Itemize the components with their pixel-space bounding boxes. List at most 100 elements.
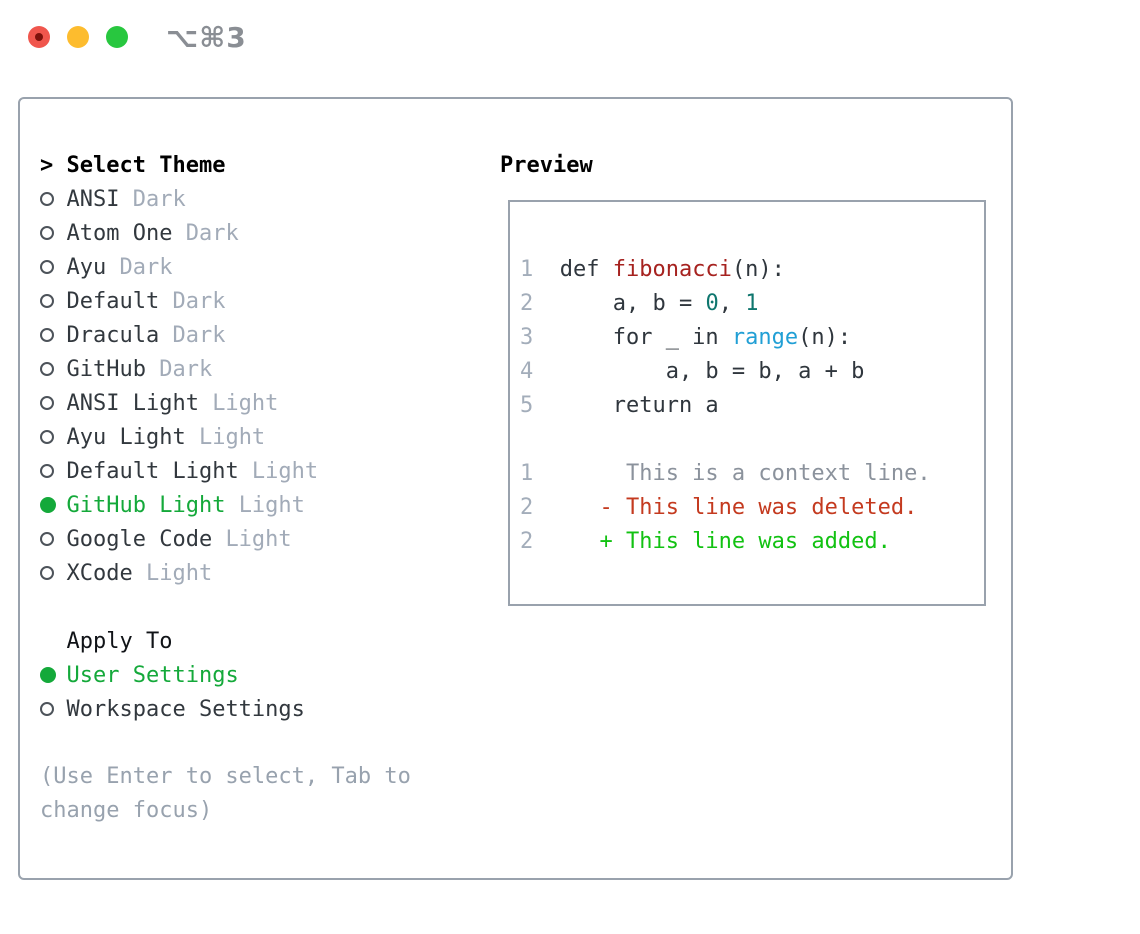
theme-option-label: Dracula <box>66 322 160 348</box>
window-titlebar: ⌥⌘3 <box>0 0 1140 74</box>
theme-option-label: Atom One <box>66 220 173 246</box>
theme-option-label: Default Light <box>66 458 239 484</box>
apply-option-user-settings[interactable]: User Settings <box>40 658 490 692</box>
line-number: 1 <box>520 256 534 282</box>
code-token-code: a, b = b, a + b <box>559 358 865 384</box>
preview-line: 4 a, b = b, a + b <box>520 354 984 388</box>
code-token-deleted: - This line was deleted. <box>559 494 918 520</box>
theme-list-title: Select Theme <box>66 152 226 178</box>
theme-option-github[interactable]: GitHub Dark <box>40 352 490 386</box>
line-number: 1 <box>520 460 534 486</box>
line-number: 5 <box>520 392 534 418</box>
preview-line: 2 - This line was deleted. <box>520 490 984 524</box>
theme-option-label: GitHub Light <box>66 492 226 518</box>
zoom-button[interactable] <box>106 26 128 48</box>
radio-unselected-icon <box>40 294 67 308</box>
preview-line: 5 return a <box>520 388 984 422</box>
theme-option-dracula[interactable]: Dracula Dark <box>40 318 490 352</box>
keyboard-hint-text: (Use Enter to select, Tab to change focu… <box>40 764 411 823</box>
theme-option-label: Ayu <box>66 254 107 280</box>
code-token-code: (n): <box>798 324 852 350</box>
preview-line: 1 def fibonacci(n): <box>520 252 984 286</box>
theme-variant-badge: Light <box>145 560 213 586</box>
theme-option-label: ANSI Light <box>66 390 199 416</box>
theme-variant-badge: Dark <box>132 186 186 212</box>
record-dot-icon <box>35 33 43 41</box>
minimize-button[interactable] <box>67 26 89 48</box>
theme-option-label: GitHub <box>66 356 146 382</box>
preview-line: 2 + This line was added. <box>520 524 984 558</box>
radio-unselected-icon <box>40 192 67 206</box>
code-token-code: , <box>718 290 746 316</box>
radio-unselected-icon <box>40 566 67 580</box>
theme-option-ansi-light[interactable]: ANSI Light Light <box>40 386 490 420</box>
theme-option-label: XCode <box>66 560 133 586</box>
line-number: 4 <box>520 358 534 384</box>
code-token-builtin: range <box>731 324 799 350</box>
apply-option-label: User Settings <box>66 662 239 688</box>
theme-variant-badge: Light <box>238 492 305 518</box>
theme-option-default[interactable]: Default Dark <box>40 284 490 318</box>
code-token-code: a, b = <box>559 290 706 316</box>
preview-title: Preview <box>500 152 593 178</box>
radio-selected-icon <box>40 667 67 683</box>
theme-variant-badge: Dark <box>172 288 226 314</box>
theme-option-default-light[interactable]: Default Light Light <box>40 454 490 488</box>
theme-option-label: Ayu Light <box>66 424 186 450</box>
theme-option-github-light[interactable]: GitHub Light Light <box>40 488 490 522</box>
preview-line: 2 a, b = 0, 1 <box>520 286 984 320</box>
radio-unselected-icon <box>40 260 67 274</box>
apply-option-workspace-settings[interactable]: Workspace Settings <box>40 692 490 726</box>
code-token-code: return a <box>559 392 719 418</box>
radio-unselected-icon <box>40 532 67 546</box>
code-token-added: + This line was added. <box>559 528 891 554</box>
theme-variant-badge: Light <box>251 458 319 484</box>
theme-option-label: Google Code <box>66 526 213 552</box>
radio-unselected-icon <box>40 396 67 410</box>
code-token-code: def <box>559 256 613 282</box>
close-button[interactable] <box>28 26 50 48</box>
theme-option-ansi[interactable]: ANSI Dark <box>40 182 490 216</box>
code-token-lit: 1 <box>745 290 759 316</box>
radio-unselected-icon <box>40 430 67 444</box>
line-number: 3 <box>520 324 534 350</box>
radio-unselected-icon <box>40 464 67 478</box>
theme-variant-badge: Dark <box>172 322 226 348</box>
apply-to-header: Apply To <box>40 624 490 658</box>
line-number: 2 <box>520 290 534 316</box>
theme-option-ayu[interactable]: Ayu Dark <box>40 250 490 284</box>
theme-variant-badge: Dark <box>185 220 239 246</box>
theme-option-atom-one[interactable]: Atom One Dark <box>40 216 490 250</box>
code-token-lit: 0 <box>705 290 719 316</box>
apply-to-title: Apply To <box>66 628 173 654</box>
radio-unselected-icon <box>40 226 67 240</box>
keyboard-shortcut-label: ⌥⌘3 <box>166 21 247 54</box>
apply-option-label: Workspace Settings <box>66 696 305 722</box>
line-number: 2 <box>520 528 534 554</box>
select-theme-header: > Select Theme <box>40 148 490 182</box>
theme-option-xcode[interactable]: XCode Light <box>40 556 490 590</box>
preview-line: 3 for _ in range(n): <box>520 320 984 354</box>
preview-line: 1 This is a context line. <box>520 456 984 490</box>
code-token-fn: fibonacci <box>612 256 732 282</box>
code-token-code: for _ in <box>559 324 732 350</box>
section-gap <box>40 590 490 624</box>
theme-option-label: ANSI <box>66 186 120 212</box>
theme-option-label: Default <box>66 288 160 314</box>
radio-unselected-icon <box>40 702 67 716</box>
prompt-chevron-icon: > <box>40 152 54 178</box>
theme-variant-badge: Light <box>212 390 279 416</box>
theme-variant-badge: Dark <box>159 356 213 382</box>
line-number: 2 <box>520 494 534 520</box>
theme-variant-badge: Dark <box>119 254 173 280</box>
code-token-code: (n): <box>731 256 785 282</box>
radio-unselected-icon <box>40 362 67 376</box>
